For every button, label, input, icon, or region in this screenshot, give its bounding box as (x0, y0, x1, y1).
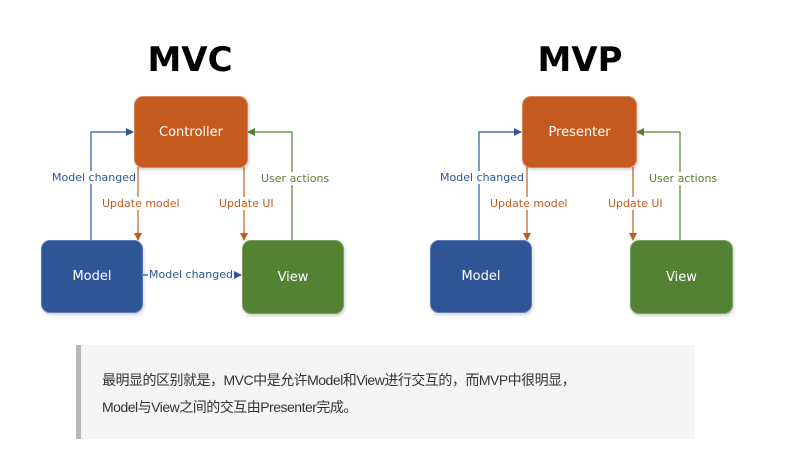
mvc-view-label: View (277, 269, 309, 285)
mvc-user-actions-label: User actions (260, 172, 331, 185)
mvp-view-box: View (630, 240, 733, 314)
mvc-update-model-label: Update model (101, 197, 181, 210)
mvp-model-changed-label: Model changed (439, 171, 525, 184)
mvp-model-to-presenter-line (478, 128, 522, 240)
mvc-update-ui-label: Update UI (218, 197, 275, 210)
mvp-presenter-label: Presenter (548, 124, 611, 140)
mvc-model-changed-label: Model changed (51, 171, 137, 184)
mvp-presenter-box: Presenter (522, 96, 637, 168)
mvc-model-box: Model (41, 240, 143, 313)
mvc-view-to-controller-line (247, 128, 293, 240)
mvc-model-changed-across-label: Model changed (148, 268, 234, 281)
quote-line-1: 最明显的区别就是，MVC中是允许Model和View进行交互的，而MVP中很明显… (102, 372, 576, 388)
mvp-model-label: Model (461, 269, 501, 284)
mvc-title: MVC (147, 40, 233, 80)
mvp-model-box: Model (430, 240, 532, 313)
mvp-view-label: View (666, 269, 697, 285)
mvc-controller-label: Controller (159, 124, 223, 140)
mvc-model-to-controller-line (90, 128, 134, 240)
mvc-view-box: View (242, 240, 344, 314)
mvp-update-ui-label: Update UI (607, 197, 664, 210)
mvc-mvp-diagram: MVC Controller Model View Model changed … (41, 40, 733, 314)
quote-line-2: Model与View之间的交互由Presenter完成。 (102, 399, 357, 415)
mvc-controller-box: Controller (134, 96, 248, 168)
mvp-user-actions-label: User actions (648, 172, 719, 185)
blockquote: 最明显的区别就是，MVC中是允许Model和View进行交互的，而MVP中很明显… (76, 345, 695, 439)
mvp-update-model-label: Update model (489, 197, 569, 210)
mvc-model-label: Model (72, 269, 112, 284)
mvp-view-to-presenter-line (636, 128, 681, 240)
mvp-title: MVP (537, 40, 623, 80)
